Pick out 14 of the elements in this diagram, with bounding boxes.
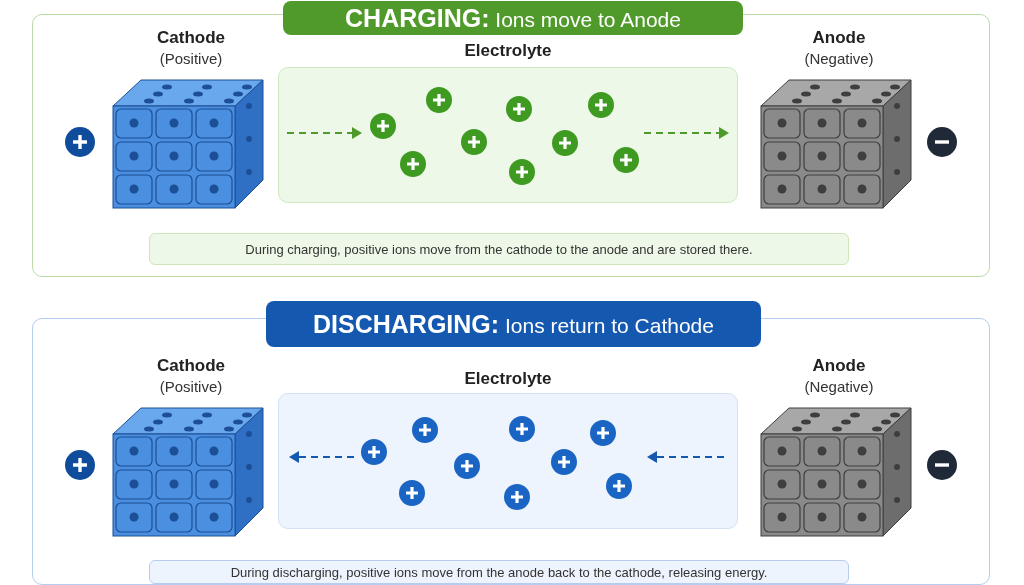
section-banner: DISCHARGING: Ions return to Cathode bbox=[266, 301, 761, 347]
electrode-title: Cathode bbox=[156, 28, 226, 48]
electrode-title: Cathode bbox=[156, 356, 226, 376]
electrode-subtitle: (Positive) bbox=[158, 378, 224, 395]
electrode-subtitle: (Negative) bbox=[803, 50, 875, 67]
electrode-subtitle: (Negative) bbox=[803, 378, 875, 395]
electrode-subtitle: (Positive) bbox=[158, 50, 224, 67]
section-banner: CHARGING: Ions move to Anode bbox=[283, 1, 743, 35]
electrode-title: Anode bbox=[811, 28, 867, 48]
electrolyte-title: Electrolyte bbox=[463, 41, 553, 61]
electrolyte-title: Electrolyte bbox=[463, 369, 553, 389]
electrode-title: Anode bbox=[811, 356, 867, 376]
note-box: During discharging, positive ions move from the anode back to the cathode, releasing energy. bbox=[149, 560, 849, 584]
note-box: During charging, positive ions move from the cathode to the anode and are stored there. bbox=[149, 233, 849, 265]
